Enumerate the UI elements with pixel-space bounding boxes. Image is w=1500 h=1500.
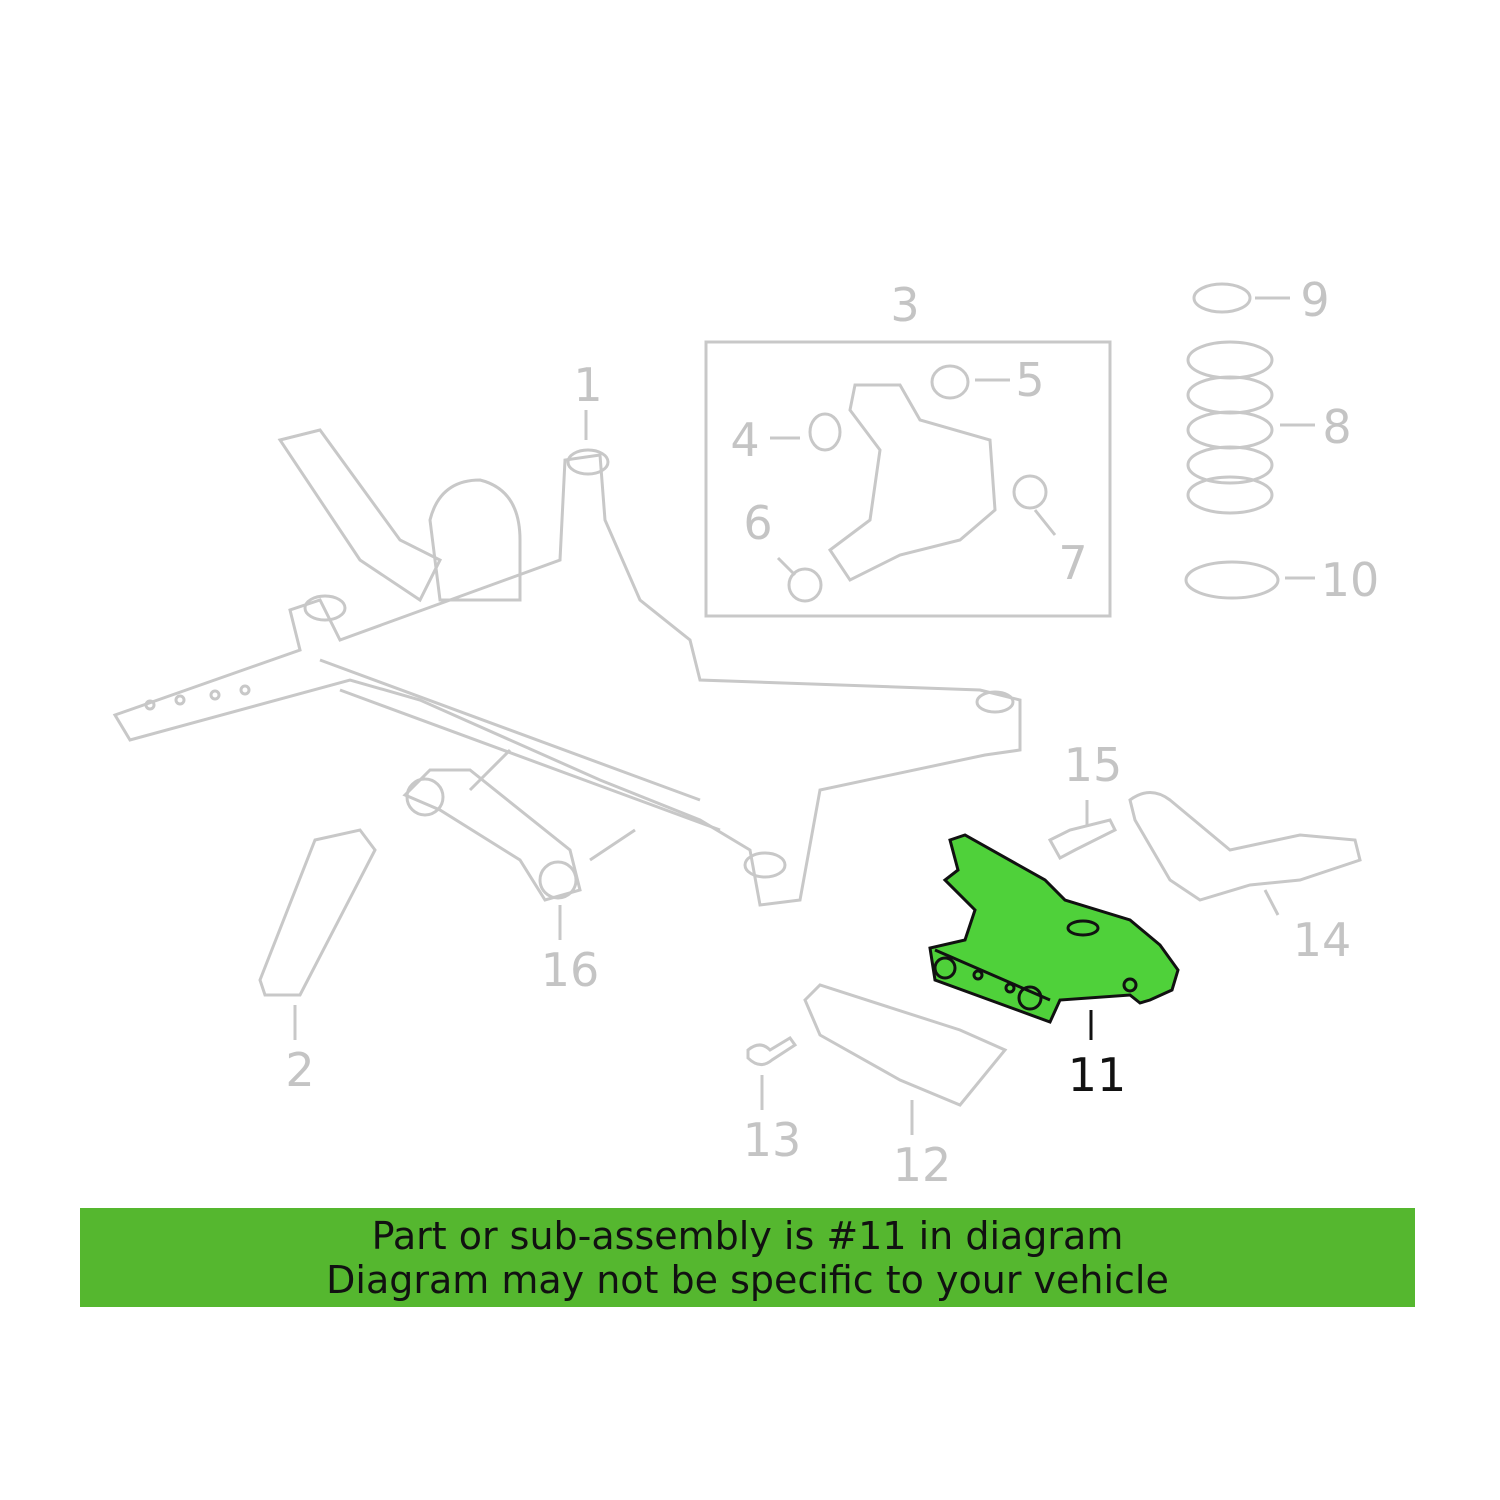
callout-16: 16 bbox=[540, 943, 600, 997]
callout-9: 9 bbox=[1300, 273, 1330, 327]
knuckle-box-part-3 bbox=[704, 340, 1112, 618]
bolt-part-13 bbox=[746, 1036, 798, 1105]
callout-4: 4 bbox=[730, 413, 760, 467]
link-part-16 bbox=[402, 748, 636, 902]
callout-12: 12 bbox=[892, 1138, 952, 1192]
spring-part-8 bbox=[1184, 282, 1315, 600]
subframe-part-1 bbox=[112, 428, 1022, 907]
callout-13: 13 bbox=[742, 1113, 802, 1167]
plate-part-2 bbox=[258, 828, 377, 997]
callout-11: 11 bbox=[1067, 1048, 1127, 1102]
callout-2: 2 bbox=[285, 1043, 315, 1097]
info-banner: Part or sub-assembly is #11 in diagram D… bbox=[80, 1208, 1415, 1307]
control-arm-part-11 bbox=[928, 833, 1180, 1040]
callout-14: 14 bbox=[1292, 913, 1352, 967]
callout-15: 15 bbox=[1063, 738, 1123, 792]
knuckle-part-3 bbox=[827, 383, 997, 582]
bolt-part-15 bbox=[1047, 800, 1118, 861]
banner-line-2: Diagram may not be specific to your vehi… bbox=[326, 1257, 1169, 1302]
callout-3: 3 bbox=[890, 278, 920, 332]
bushings-4-7 bbox=[770, 364, 1057, 603]
callout-8: 8 bbox=[1322, 400, 1352, 454]
banner-line-1: Part or sub-assembly is #11 in diagram bbox=[371, 1213, 1124, 1258]
callout-5: 5 bbox=[1015, 353, 1045, 407]
callout-6: 6 bbox=[743, 496, 773, 550]
callout-7: 7 bbox=[1058, 536, 1088, 590]
callout-10: 10 bbox=[1320, 553, 1380, 607]
callout-1: 1 bbox=[573, 358, 603, 412]
arm-part-14 bbox=[1128, 791, 1362, 902]
bracket-part-12 bbox=[803, 983, 1008, 1107]
